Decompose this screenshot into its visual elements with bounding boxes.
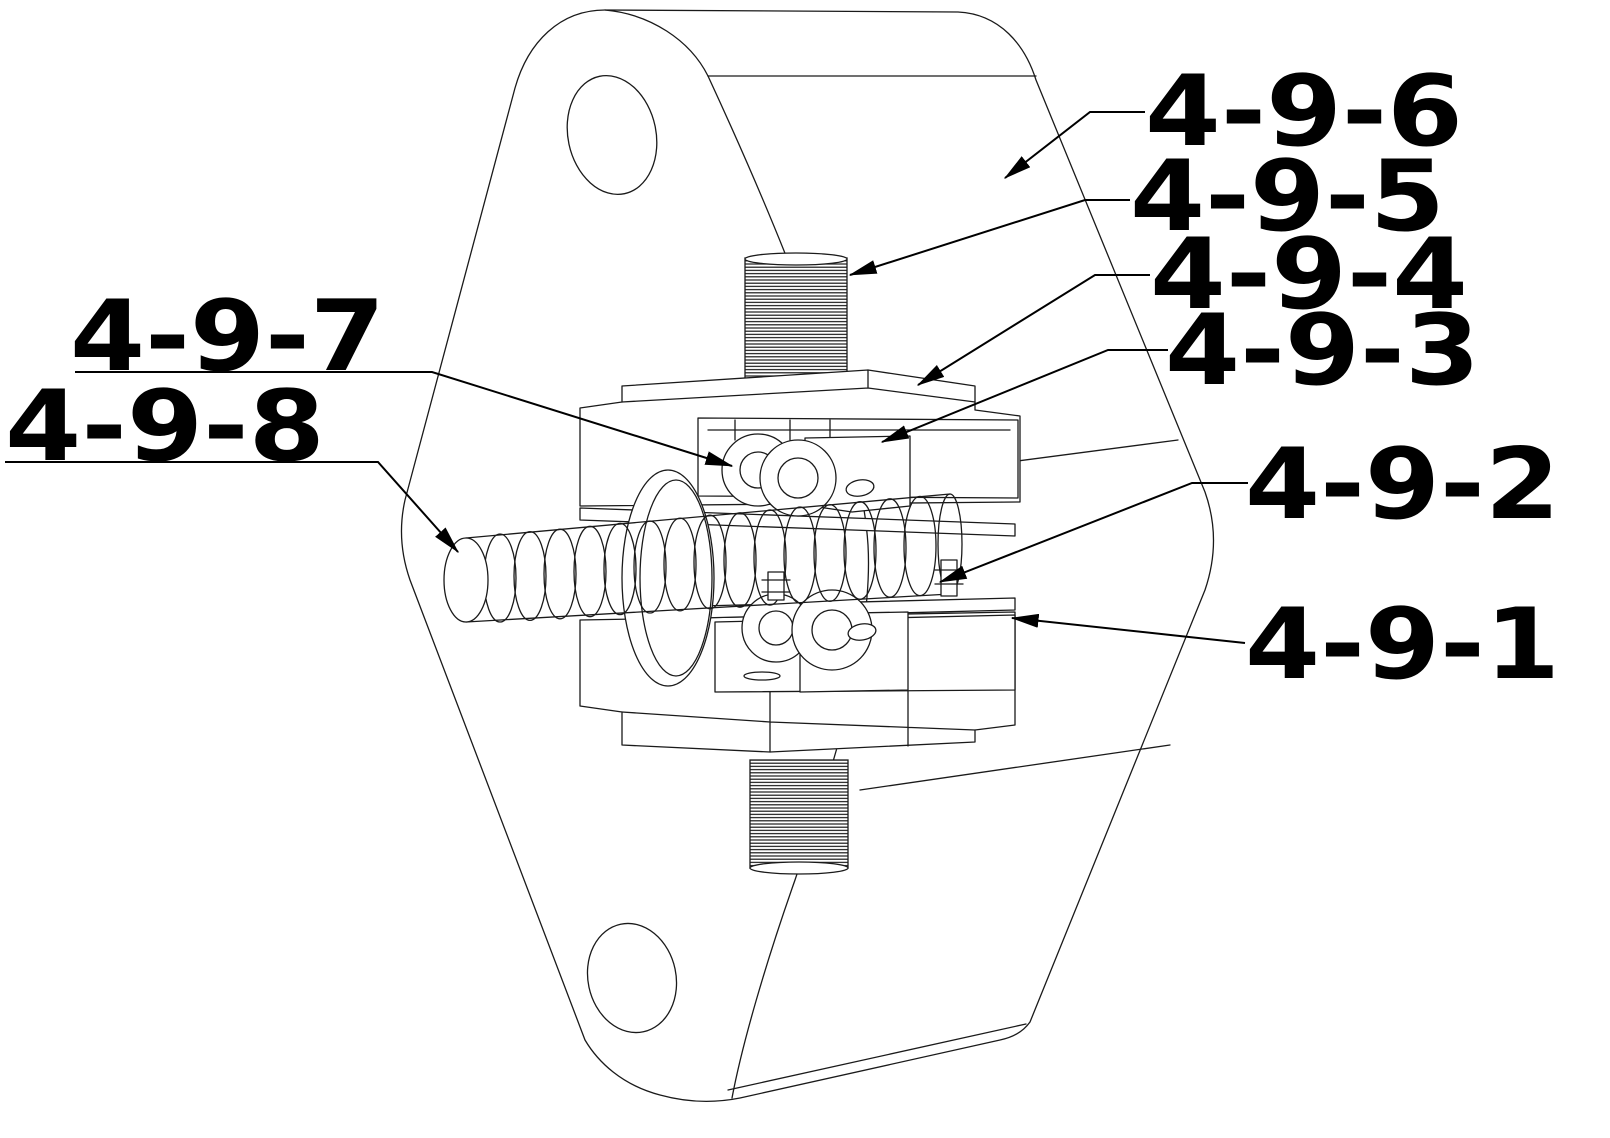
leader-line — [1010, 613, 1246, 644]
upper-roller-right-hub — [777, 457, 819, 499]
plate-side-edge-upper — [1009, 439, 1179, 463]
upper-roller-frame-inner — [707, 419, 1011, 441]
plate-top-lobe-edge — [604, 9, 709, 77]
upper-housing-edge — [621, 369, 976, 403]
screw-thread — [633, 520, 667, 614]
leader-line — [1003, 111, 1145, 179]
callout-label: 4-9-7 — [70, 280, 385, 394]
screw-thread — [573, 525, 607, 618]
leader-line — [5, 461, 459, 554]
callout-label: 4-9-2 — [1245, 428, 1560, 542]
screw-thread — [723, 512, 757, 608]
lower-housing-edge — [621, 689, 976, 753]
lower-stud-body — [749, 759, 849, 869]
screw-thread — [813, 503, 847, 603]
screw-thread — [483, 533, 517, 623]
screw-thread — [783, 506, 817, 604]
leader-line — [880, 349, 1168, 443]
retaining-pins — [761, 559, 964, 601]
flange-inner-ring — [639, 479, 713, 677]
callout-label: 4-9-6 — [1145, 55, 1463, 169]
screw-thread — [513, 530, 547, 622]
leader-lines — [5, 111, 1248, 644]
upper-stud-end — [744, 252, 848, 266]
screw-thread — [543, 528, 577, 620]
upper-stud-body — [744, 257, 848, 387]
lead-screw — [443, 493, 963, 623]
screw-thread — [873, 498, 907, 598]
callout-label: 4-9-8 — [5, 370, 325, 484]
screw-thread — [903, 495, 937, 597]
screw-thread — [663, 517, 697, 612]
callout-label: 4-9-5 — [1130, 140, 1445, 254]
lower-threaded-stud — [749, 759, 849, 875]
housing-slot — [743, 671, 781, 681]
plate-bottom-face-edge — [727, 1023, 1027, 1091]
plate-outline — [400, 9, 1215, 1103]
plate-side-edge-lower — [859, 744, 1171, 791]
screw-thread — [753, 509, 787, 606]
upper-bolt-hole — [566, 74, 658, 196]
leader-line — [916, 274, 1150, 386]
mounting-plate — [400, 9, 1215, 1103]
lower-bolt-hole — [586, 922, 678, 1034]
upper-threaded-stud — [744, 252, 848, 387]
callout-label: 4-9-3 — [1165, 294, 1480, 408]
screw-thread — [693, 514, 727, 610]
screw-thread — [603, 522, 637, 616]
leader-line — [75, 371, 734, 467]
callout-label: 4-9-4 — [1150, 218, 1468, 332]
leader-line — [848, 199, 1130, 276]
lower-stud-end — [749, 861, 849, 875]
leader-line — [938, 482, 1248, 583]
upper-pin — [845, 479, 875, 497]
screw-end-face — [443, 537, 489, 623]
rollers — [721, 433, 877, 671]
screw-thread — [843, 501, 877, 600]
retaining-pin-left — [767, 571, 785, 601]
callout-label: 4-9-1 — [1245, 588, 1560, 702]
upper-roller-right — [759, 439, 837, 517]
retaining-pin-left-head — [761, 579, 791, 593]
lower-pin — [847, 623, 877, 641]
callout-labels: 4-9-6 4-9-5 4-9-4 4-9-3 4-9-2 4-9-1 4-9-… — [5, 55, 1560, 702]
